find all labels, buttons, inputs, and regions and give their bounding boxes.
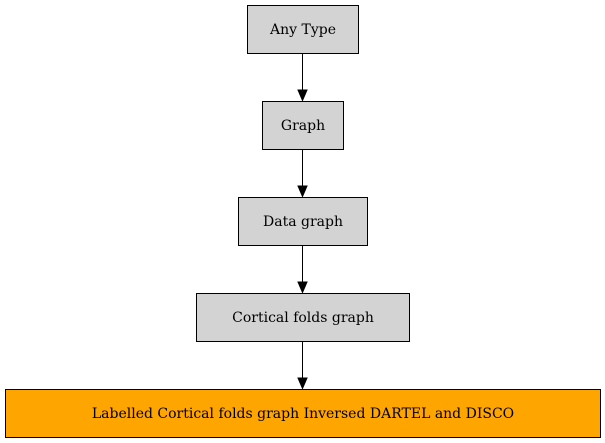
node-label: Labelled Cortical folds graph Inversed D… (92, 406, 514, 422)
node-any-type: Any Type (247, 5, 359, 54)
arrowhead-icon (297, 281, 308, 294)
node-label: Data graph (263, 214, 343, 230)
arrowhead-icon (297, 377, 308, 390)
edge-data-graph-to-cortical-folds-graph (297, 246, 308, 294)
node-box (262, 101, 344, 150)
node-box (196, 293, 410, 342)
node-cortical-folds-graph: Cortical folds graph (196, 293, 410, 342)
node-labelled-cortical-folds-graph: Labelled Cortical folds graph Inversed D… (5, 389, 601, 438)
edges-layer (297, 54, 308, 390)
arrowhead-icon (297, 89, 308, 102)
arrowhead-icon (297, 185, 308, 198)
node-box (247, 5, 359, 54)
edge-cortical-folds-graph-to-labelled-cortical-folds-graph (297, 342, 308, 390)
node-graph: Graph (262, 101, 344, 150)
node-box (5, 389, 601, 438)
node-data-graph: Data graph (238, 197, 368, 246)
node-label: Graph (281, 118, 325, 134)
node-label: Cortical folds graph (232, 310, 374, 326)
node-box (238, 197, 368, 246)
edge-graph-to-data-graph (297, 150, 308, 198)
node-label: Any Type (269, 22, 336, 38)
edge-any-type-to-graph (297, 54, 308, 102)
